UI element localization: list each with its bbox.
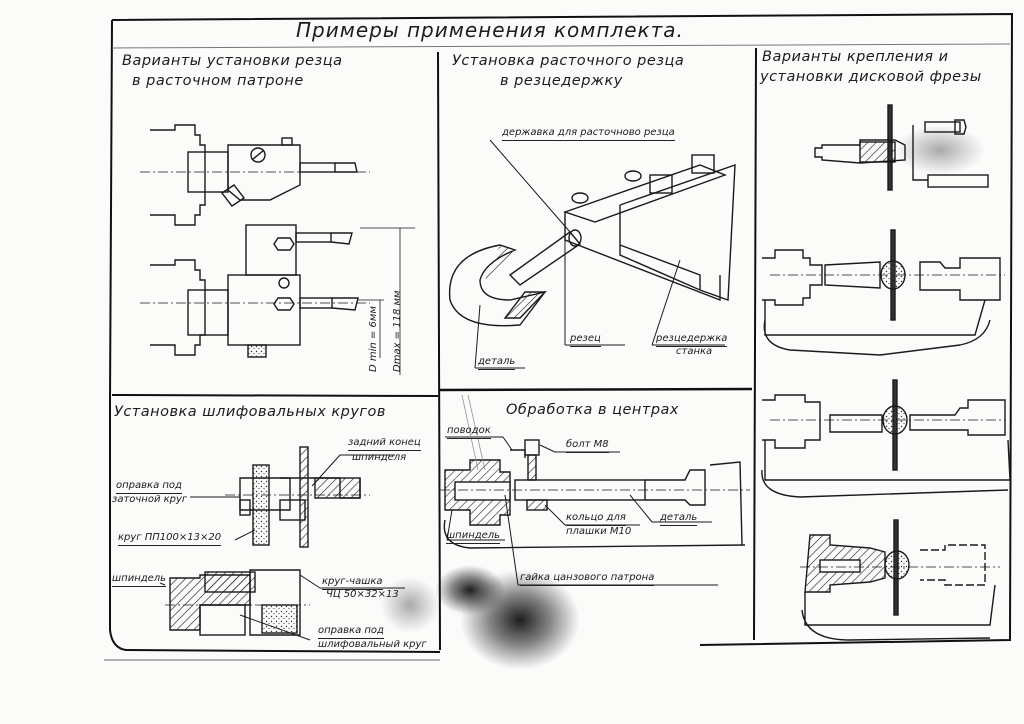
section-boring-chuck-subheading: в расточном патроне: [132, 73, 304, 89]
label-collet-nut: гайка цанзового патрона: [520, 572, 655, 586]
label-toolpost-machine: станка: [676, 346, 713, 357]
tool-holder-drawing: [448, 139, 736, 369]
sheet-frame: [104, 12, 1014, 661]
section-disk-cutter-heading: Варианты крепления и: [762, 49, 949, 65]
section-tool-holder-subheading: в резцедержку: [500, 73, 623, 89]
label-spindle-rear-end: задний конец: [348, 437, 421, 451]
label-toolpost: резцедержка: [656, 333, 728, 347]
label-cutter: резец: [570, 333, 601, 347]
boring-chuck-drawing: [140, 124, 415, 375]
label-grinding-arbor: оправка под: [318, 625, 384, 639]
label-die-ring-2: плашки М10: [566, 526, 632, 537]
dimension-dmin: D min = 6мм: [368, 306, 379, 372]
section-disk-cutter-subheading: установки дисковой фрезы: [760, 69, 982, 85]
label-wheel-pp: круг ПП100×13×20: [118, 532, 222, 546]
disk-cutter-drawing: [761, 104, 1011, 641]
label-die-ring: кольцо для: [566, 512, 626, 526]
section-boring-chuck-heading: Варианты установки резца: [122, 53, 343, 69]
section-between-centers-heading: Обработка в центрах: [506, 402, 680, 418]
label-cup-wheel: круг-чашка: [322, 576, 383, 590]
sheet-title: Примеры применения комплекта.: [296, 18, 684, 42]
between-centers-drawing: [440, 394, 750, 586]
label-part: деталь: [478, 356, 516, 370]
section-grinding-wheels-heading: Установка шлифовальных кругов: [114, 404, 386, 420]
grinding-wheels-drawing: [159, 446, 405, 641]
label-boring-bar-holder: державка для расточново резца: [502, 127, 675, 141]
label-sharpening-arbor-2: заточной круг: [112, 494, 188, 505]
label-cup-wheel-spec: ЧЦ 50×32×13: [326, 589, 399, 600]
label-bolt-m8: болт М8: [566, 439, 609, 453]
label-grinding-arbor-2: шлифовальный круг: [318, 639, 427, 650]
label-part-centers: деталь: [660, 512, 698, 526]
section-tool-holder-heading: Установка расточного резца: [452, 53, 685, 69]
label-spindle-rear-end-2: шпинделя: [352, 452, 407, 463]
label-driver: поводок: [447, 425, 491, 439]
label-spindle: шпиндель: [112, 573, 167, 587]
label-sharpening-arbor: оправка под: [116, 480, 182, 494]
label-spindle-centers: шпиндель: [446, 530, 501, 544]
dimension-dmax: Dmax = 118 мм: [392, 290, 403, 372]
